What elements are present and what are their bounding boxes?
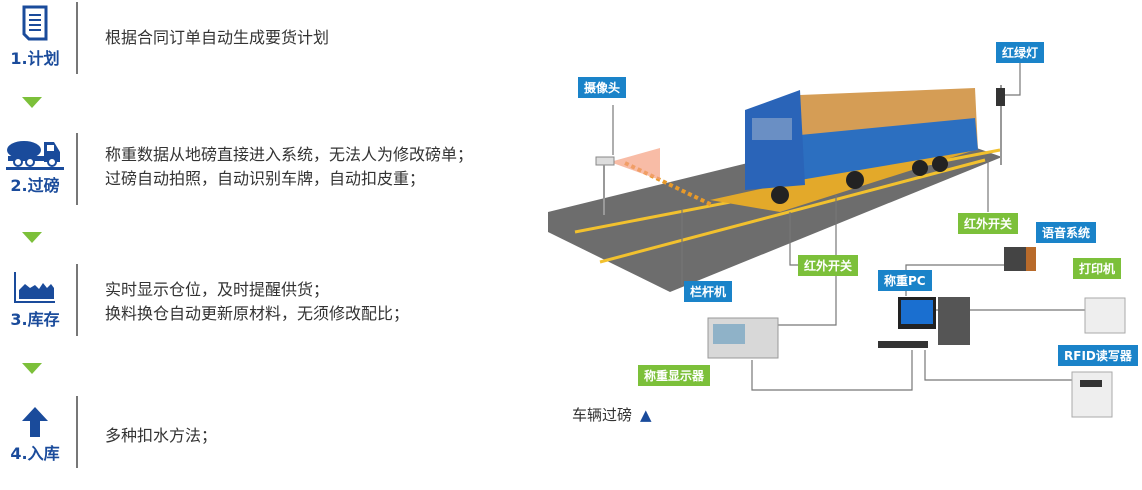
step-description: 根据合同订单自动生成要货计划	[105, 26, 329, 50]
camera-icon	[595, 156, 615, 166]
description-line: 称重数据从地磅直接进入系统，无法人为修改磅单；	[105, 145, 474, 164]
divider	[76, 396, 78, 468]
traffic-light-icon	[996, 88, 1005, 106]
tag-printer: 打印机	[1073, 258, 1122, 279]
mixer-truck-icon	[6, 141, 64, 170]
area-chart-icon	[14, 272, 55, 303]
rfid-reader-icon	[1071, 371, 1113, 418]
description-line: 换料换仓自动更新原材料，无须修改配比；	[105, 304, 410, 323]
speaker-icon	[1004, 247, 1036, 271]
step-storage: 4.入库	[0, 406, 70, 464]
step-description: 多种扣水方法；	[105, 424, 217, 448]
step-description: 称重数据从地磅直接进入系统，无法人为修改磅单； 过磅自动拍照，自动识别车牌，自动扣…	[105, 143, 473, 191]
printer-icon	[1084, 297, 1126, 334]
description-line: 根据合同订单自动生成要货计划	[105, 28, 330, 47]
down-arrow-icon	[22, 232, 42, 243]
divider	[76, 264, 78, 336]
divider	[76, 133, 78, 205]
step-label: 1.计划	[10, 49, 60, 68]
step-description: 实时显示仓位，及时提醒供货； 换料换仓自动更新原材料，无须修改配比；	[105, 278, 409, 326]
step-plan: 1.计划	[0, 5, 70, 69]
description-line: 过磅自动拍照，自动识别车牌，自动扣皮重；	[105, 169, 426, 188]
tag-rfid: RFID读写器	[1058, 345, 1138, 366]
connection-lines	[612, 60, 1085, 391]
description-line: 多种扣水方法；	[105, 426, 218, 445]
step-label: 2.过磅	[10, 176, 60, 195]
step-label: 3.库存	[10, 310, 60, 329]
down-arrow-icon	[22, 363, 42, 374]
step-weigh: 2.过磅	[0, 138, 70, 196]
tag-camera: 摄像头	[578, 77, 627, 98]
computer-icon	[878, 297, 970, 348]
caption-text: 车辆过磅	[572, 406, 633, 424]
tag-traffic-light: 红绿灯	[996, 42, 1045, 63]
tag-barrier: 栏杆机	[684, 281, 733, 302]
truck-illustration	[745, 88, 978, 204]
weighing-display-icon	[707, 317, 779, 359]
divider	[76, 2, 78, 74]
camera-beam	[610, 148, 660, 180]
document-icon	[22, 5, 48, 41]
down-arrow-icon	[22, 97, 42, 108]
diagram-caption: 车辆过磅 ▲	[572, 404, 652, 425]
step-label: 4.入库	[10, 444, 60, 463]
tag-weighing-display: 称重显示器	[638, 365, 711, 386]
arrow-up-icon	[22, 407, 48, 437]
description-line: 实时显示仓位，及时提醒供货；	[105, 280, 330, 299]
tag-ir-switch: 红外开关	[958, 213, 1019, 234]
step-inventory: 3.库存	[0, 272, 70, 330]
tag-weighing-pc: 称重PC	[878, 270, 932, 291]
triangle-up-icon: ▲	[640, 406, 652, 424]
tag-voice-system: 语音系统	[1036, 222, 1097, 243]
tag-ir-switch: 红外开关	[798, 255, 859, 276]
